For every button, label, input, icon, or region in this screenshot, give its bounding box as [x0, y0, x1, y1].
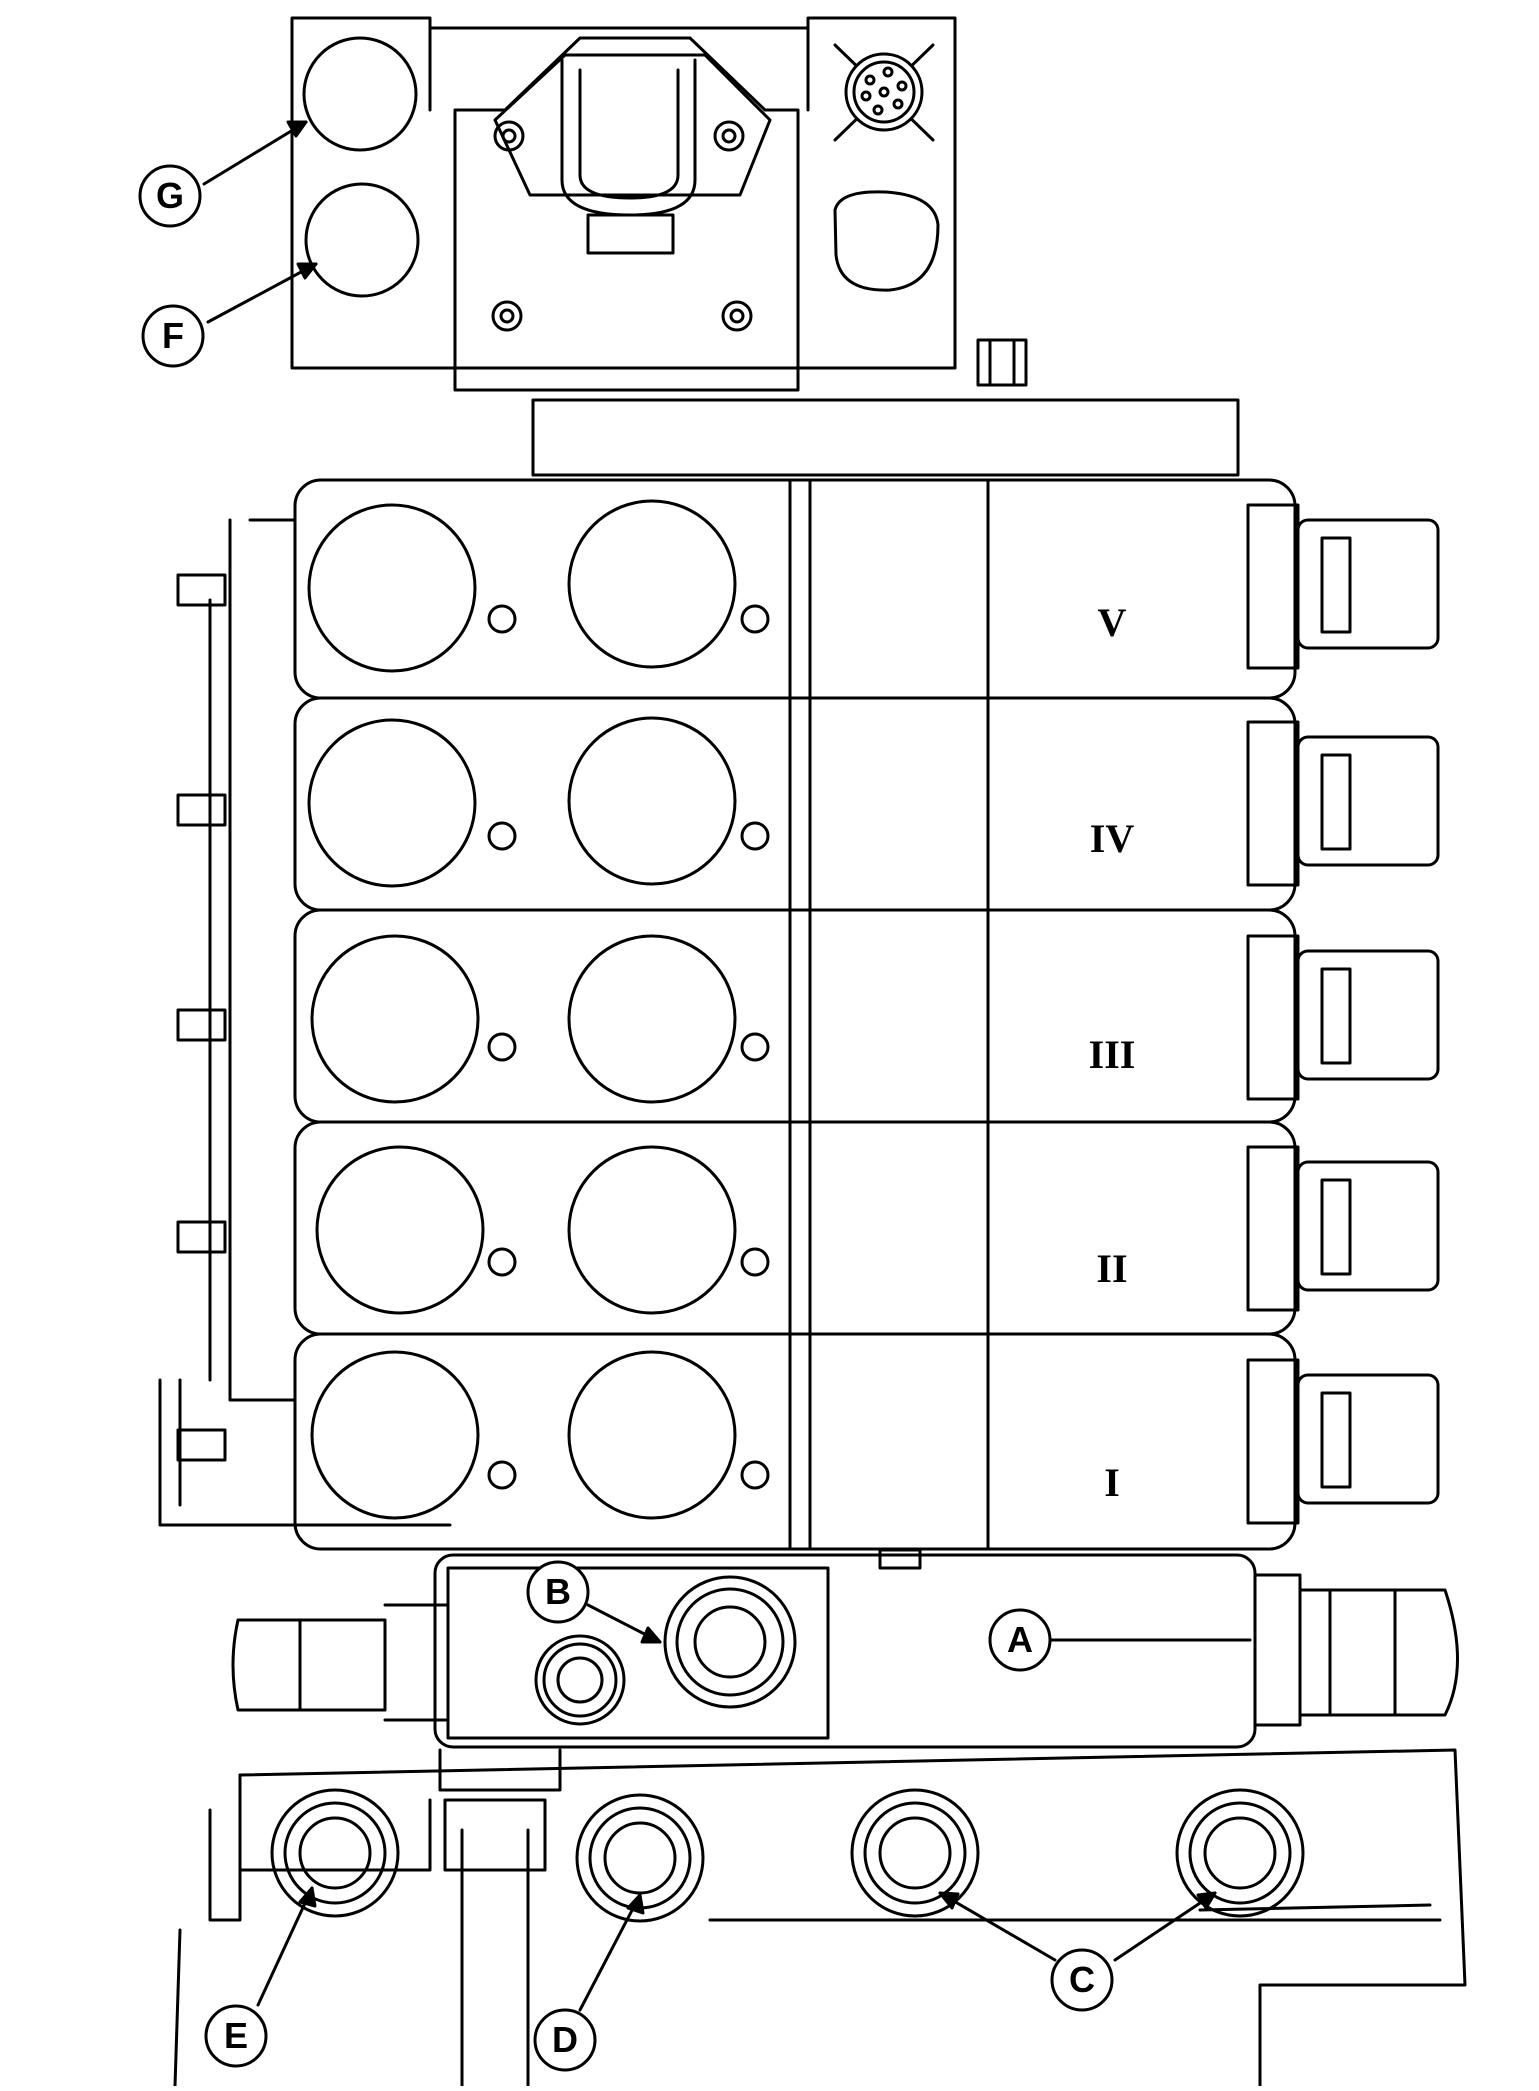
svg-text:G: G [156, 175, 184, 216]
callout-d: D [533, 1893, 645, 2072]
callout-c: C [938, 1891, 1217, 2012]
valve-stack: V IV III [176, 478, 1440, 1551]
svg-text:F: F [162, 315, 184, 356]
section-label: II [1096, 1246, 1127, 1291]
svg-text:A: A [1007, 1619, 1033, 1660]
svg-text:B: B [545, 1571, 571, 1612]
svg-text:E: E [224, 2015, 248, 2056]
svg-text:D: D [552, 2019, 578, 2060]
cover-bolt [976, 338, 1028, 387]
mounting-bracket [290, 16, 957, 370]
port-c-right [1175, 1788, 1305, 1918]
section-label: V [1098, 600, 1127, 645]
inlet-plug [534, 1634, 626, 1726]
callout-f: F [141, 262, 318, 368]
callout-e: E [204, 1886, 317, 2068]
pilot-lines [158, 518, 452, 1527]
callout-a: A [988, 1608, 1252, 1672]
section-label: I [1104, 1460, 1120, 1505]
port-c-left [850, 1788, 980, 1918]
section-label: III [1089, 1032, 1136, 1077]
port-f [304, 182, 420, 298]
port-b [663, 1575, 797, 1709]
valve-section-ii: II [176, 1120, 1440, 1336]
port-g [302, 36, 418, 152]
valve-section-v: V [176, 478, 1440, 700]
oval-cutout [833, 190, 940, 292]
svg-text:C: C [1069, 1959, 1095, 2000]
valve-section-iv: IV [176, 696, 1440, 912]
pin-connector [833, 43, 935, 142]
electrical-socket [453, 36, 800, 392]
inlet-section [231, 1548, 1459, 1749]
callout-g: G [138, 120, 308, 228]
lower-manifold [173, 1748, 1467, 2088]
valve-section-i: I [176, 1332, 1440, 1551]
port-e [270, 1788, 400, 1918]
section-label: IV [1090, 816, 1135, 861]
top-cover-plate [531, 398, 1240, 477]
callout-b: B [526, 1560, 662, 1644]
valve-section-iii: III [176, 908, 1440, 1124]
